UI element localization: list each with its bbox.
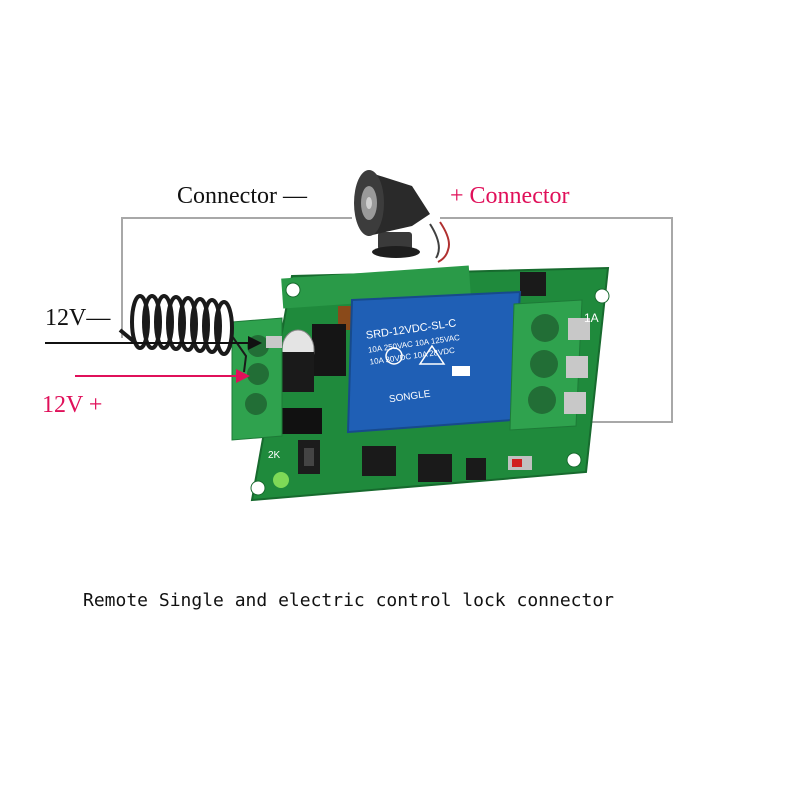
wire-left (121, 217, 352, 338)
12v-plus-label: 12V + (42, 392, 103, 418)
caption: Remote Single and electric control lock … (83, 590, 615, 611)
siren-horn (354, 170, 450, 263)
connection-wires (121, 217, 673, 423)
antenna-coil (118, 294, 248, 373)
connector-plus-label: + Connector (450, 183, 570, 209)
silk-10k: 10K (462, 484, 480, 495)
left-terminal-block (231, 317, 283, 441)
silk-j3y: J3y (484, 486, 500, 497)
12v-minus-label: 12V— (45, 305, 111, 331)
wire-right (440, 217, 673, 423)
silk-2k: 2K (268, 450, 281, 461)
connector-minus-label: Connector — (177, 183, 307, 209)
arrow-12v-minus (45, 336, 262, 350)
silkscreen-labels: 2K 10K J3y +4148 (268, 450, 535, 497)
arrow-12v-plus (75, 369, 250, 383)
silk-4148: +4148 (506, 478, 535, 489)
right-terminal-block: 1A (509, 299, 599, 431)
relay: SRD-12VDC-SL-C 10A 250VAC 10A 125VAC 10A… (346, 290, 522, 434)
terminal-label: 1A (584, 311, 599, 325)
